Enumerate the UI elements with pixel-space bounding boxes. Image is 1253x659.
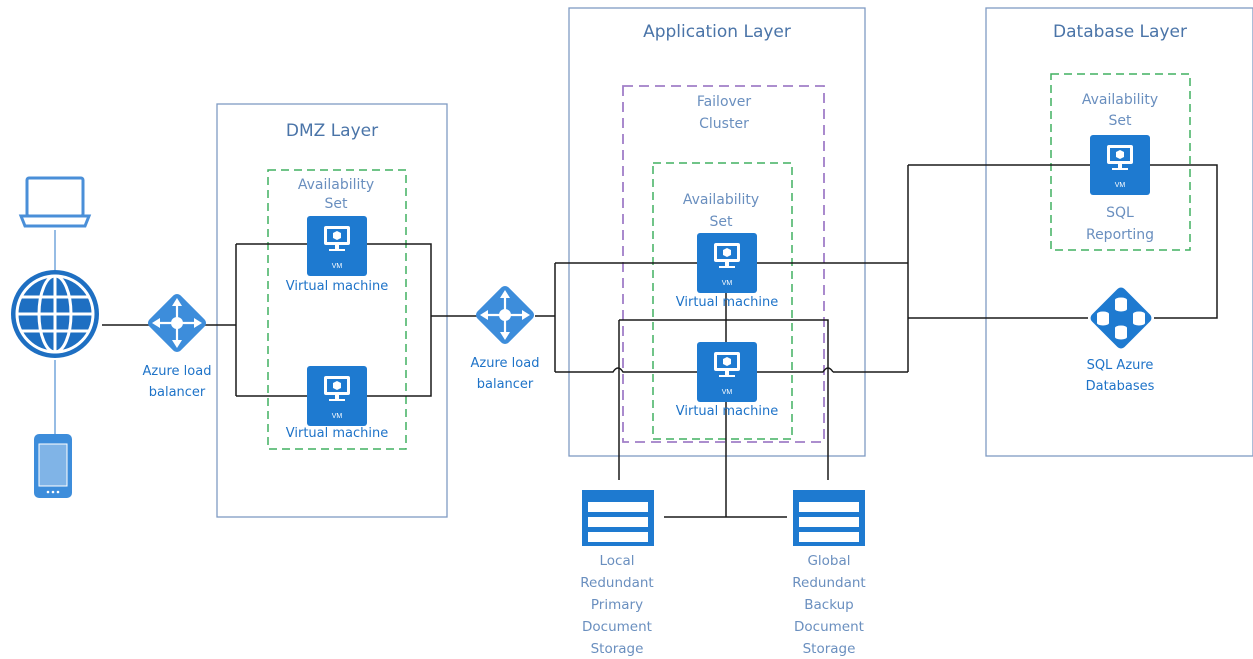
phone-icon bbox=[34, 434, 72, 498]
app-availability-set-box bbox=[652, 162, 793, 440]
dmz-vm-2-label: Virtual machine bbox=[286, 426, 388, 441]
vm-badge: VM bbox=[722, 280, 733, 287]
lb-front-label-2: balancer bbox=[149, 385, 206, 400]
local-storage-label-4: Document bbox=[582, 619, 652, 635]
app-vm-2-label: Virtual machine bbox=[676, 404, 778, 419]
vm-icon: VM bbox=[307, 216, 367, 276]
db-availability-label-1: Availability bbox=[1082, 92, 1158, 108]
lb-front-label-1: Azure load bbox=[143, 364, 212, 379]
link-lb-dmz-vms bbox=[205, 243, 307, 397]
global-storage-label-3: Backup bbox=[804, 597, 854, 613]
vm-icon: VM bbox=[697, 342, 757, 402]
dmz-layer-box bbox=[216, 103, 448, 518]
application-layer-box bbox=[568, 7, 866, 457]
local-storage-label-1: Local bbox=[600, 553, 635, 569]
database-layer-title: Database Layer bbox=[1053, 22, 1187, 42]
local-storage-label-3: Primary bbox=[591, 597, 643, 613]
dmz-layer-title: DMZ Layer bbox=[286, 121, 378, 141]
global-storage-label: Global Redundant Backup Document Storage bbox=[792, 553, 865, 657]
global-storage-label-5: Storage bbox=[803, 641, 856, 657]
link-dmz-vms-lb2 bbox=[367, 243, 477, 397]
global-storage-label-2: Redundant bbox=[792, 575, 865, 591]
sql-azure-label-1: SQL Azure bbox=[1087, 358, 1154, 373]
app-vm-1-label: Virtual machine bbox=[676, 295, 778, 310]
laptop-icon bbox=[18, 176, 92, 228]
local-storage-label-5: Storage bbox=[591, 641, 644, 657]
storage-icon bbox=[582, 490, 654, 546]
local-storage-label-2: Redundant bbox=[580, 575, 653, 591]
failover-cluster-box bbox=[622, 85, 825, 443]
link-storage-bus bbox=[618, 319, 829, 480]
global-storage-label-4: Document bbox=[794, 619, 864, 635]
application-layer-title: Application Layer bbox=[643, 22, 791, 42]
database-layer-box bbox=[985, 7, 1253, 457]
failover-cluster-label-1: Failover bbox=[697, 94, 752, 110]
dmz-availability-set-box bbox=[267, 169, 407, 450]
storage-icon bbox=[793, 490, 865, 546]
vm-icon: VM bbox=[697, 233, 757, 293]
app-availability-label-1: Availability bbox=[683, 192, 759, 208]
sql-database-icon bbox=[1090, 287, 1152, 349]
app-availability-label-2: Set bbox=[710, 214, 734, 230]
link-app-db bbox=[756, 164, 1091, 373]
vm-badge: VM bbox=[1115, 182, 1126, 189]
vm-badge: VM bbox=[332, 263, 343, 270]
lb-app-label-2: balancer bbox=[477, 377, 534, 392]
vm-icon: VM bbox=[307, 366, 367, 426]
dmz-availability-label-1: Availability bbox=[298, 177, 374, 193]
db-availability-set-box bbox=[1050, 73, 1191, 251]
link-vm2-right bbox=[756, 367, 834, 373]
vm-badge: VM bbox=[722, 389, 733, 396]
connections bbox=[54, 164, 1218, 518]
lb-app-label-1: Azure load bbox=[471, 356, 540, 371]
local-storage-label: Local Redundant Primary Document Storage bbox=[580, 553, 653, 657]
sql-reporting-label-1: SQL bbox=[1106, 205, 1134, 221]
globe-icon bbox=[11, 270, 99, 358]
sql-azure-label-2: Databases bbox=[1086, 379, 1155, 394]
load-balancer-icon bbox=[144, 290, 210, 356]
failover-cluster-label-2: Cluster bbox=[699, 116, 749, 132]
vm-badge: VM bbox=[332, 413, 343, 420]
dmz-vm-1-label: Virtual machine bbox=[286, 279, 388, 294]
link-lb2-app-vms bbox=[535, 262, 698, 373]
db-availability-label-2: Set bbox=[1109, 113, 1133, 129]
link-vm-storage bbox=[664, 292, 787, 518]
dmz-availability-label-2: Set bbox=[325, 196, 349, 212]
link-reporting-sqlazure bbox=[1149, 164, 1218, 319]
vm-icon: VM bbox=[1090, 135, 1150, 195]
sql-reporting-label-2: Reporting bbox=[1086, 227, 1154, 243]
global-storage-label-1: Global bbox=[807, 553, 850, 569]
load-balancer-icon bbox=[472, 282, 538, 348]
